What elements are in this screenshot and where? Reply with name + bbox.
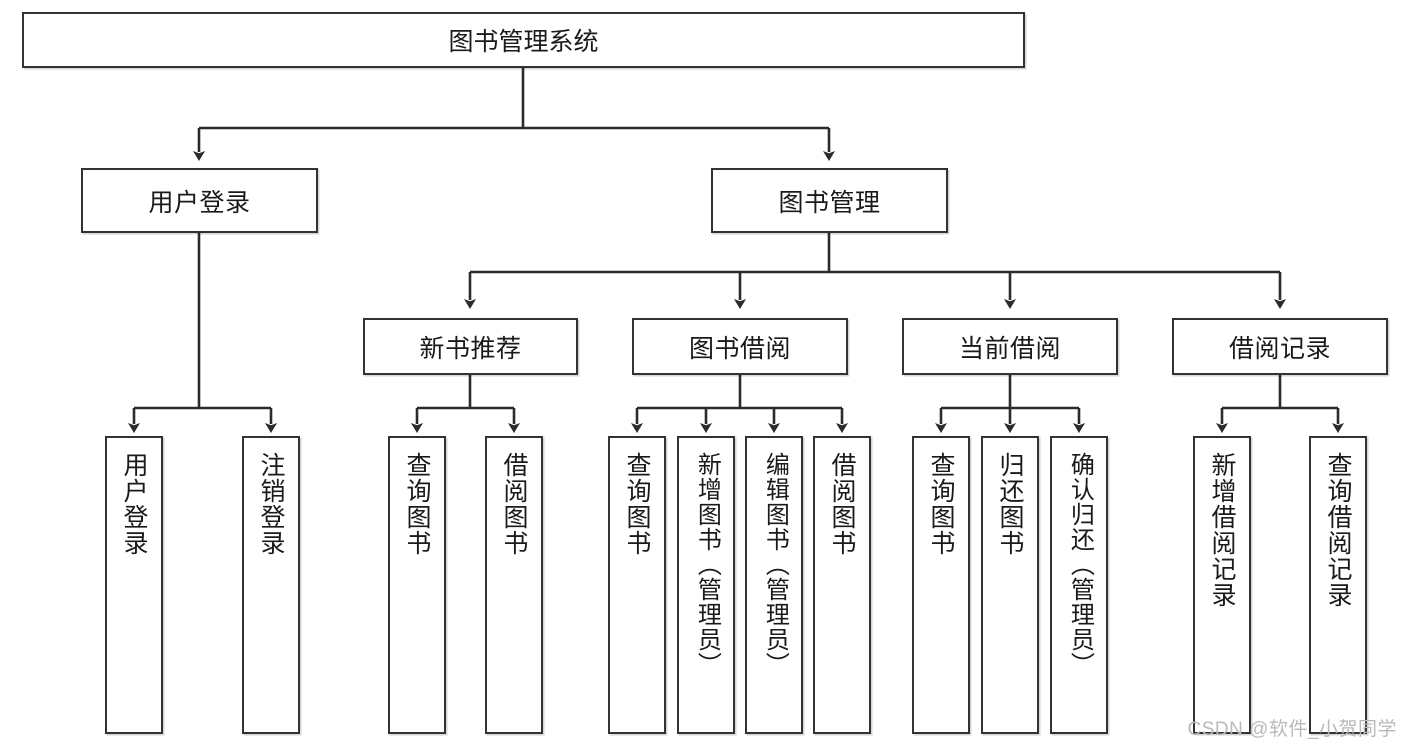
node-label: 当前借阅 bbox=[958, 334, 1061, 363]
node-user-login[interactable]: 用户登录 bbox=[81, 168, 318, 233]
node-label: 图书管理系统 bbox=[448, 28, 599, 56]
node-label: 查询借阅记录 bbox=[1324, 452, 1352, 608]
node-label: 借阅图书 bbox=[828, 452, 856, 556]
leaf-borrow-record-add[interactable]: 新增借阅记录 bbox=[1193, 436, 1251, 734]
node-label: 查询图书 bbox=[623, 452, 651, 556]
watermark-text: CSDN @软件_小贺同学 bbox=[1187, 719, 1397, 740]
node-label: 确认归还（管理员） bbox=[1066, 452, 1094, 677]
leaf-current-borrow-query[interactable]: 查询图书 bbox=[912, 436, 970, 734]
leaf-current-borrow-confirm-return[interactable]: 确认归还（管理员） bbox=[1050, 436, 1108, 734]
node-label: 新书推荐 bbox=[419, 334, 522, 363]
leaf-book-borrow-borrow[interactable]: 借阅图书 bbox=[813, 436, 871, 734]
leaf-current-borrow-return[interactable]: 归还图书 bbox=[981, 436, 1039, 734]
node-label: 用户登录 bbox=[120, 452, 148, 556]
node-borrow-record[interactable]: 借阅记录 bbox=[1172, 318, 1388, 375]
node-book-borrow[interactable]: 图书借阅 bbox=[632, 318, 848, 375]
node-label: 编辑图书（管理员） bbox=[761, 452, 789, 677]
node-label: 查询图书 bbox=[403, 452, 431, 556]
leaf-book-borrow-query[interactable]: 查询图书 bbox=[608, 436, 666, 734]
leaf-user-login-login[interactable]: 用户登录 bbox=[105, 436, 163, 734]
leaf-new-book-query[interactable]: 查询图书 bbox=[388, 436, 446, 734]
node-label: 借阅记录 bbox=[1228, 334, 1331, 363]
node-label: 归还图书 bbox=[996, 452, 1024, 556]
leaf-user-login-logout[interactable]: 注销登录 bbox=[242, 436, 300, 734]
node-label: 图书借阅 bbox=[688, 334, 791, 363]
leaf-book-borrow-add[interactable]: 新增图书（管理员） bbox=[677, 436, 735, 734]
leaf-new-book-borrow[interactable]: 借阅图书 bbox=[485, 436, 543, 734]
node-label: 新增借阅记录 bbox=[1208, 452, 1236, 608]
node-new-book-recommend[interactable]: 新书推荐 bbox=[363, 318, 578, 375]
leaf-book-borrow-edit[interactable]: 编辑图书（管理员） bbox=[745, 436, 803, 734]
leaf-borrow-record-query[interactable]: 查询借阅记录 bbox=[1309, 436, 1367, 734]
node-label: 新增图书（管理员） bbox=[693, 452, 721, 677]
node-label: 用户登录 bbox=[148, 188, 251, 217]
node-book-management[interactable]: 图书管理 bbox=[711, 168, 948, 233]
node-label: 借阅图书 bbox=[500, 452, 528, 556]
node-root-system[interactable]: 图书管理系统 bbox=[22, 12, 1025, 68]
node-label: 注销登录 bbox=[257, 452, 285, 556]
node-label: 图书管理 bbox=[778, 188, 881, 217]
node-current-borrow[interactable]: 当前借阅 bbox=[902, 318, 1118, 375]
node-label: 查询图书 bbox=[927, 452, 955, 556]
